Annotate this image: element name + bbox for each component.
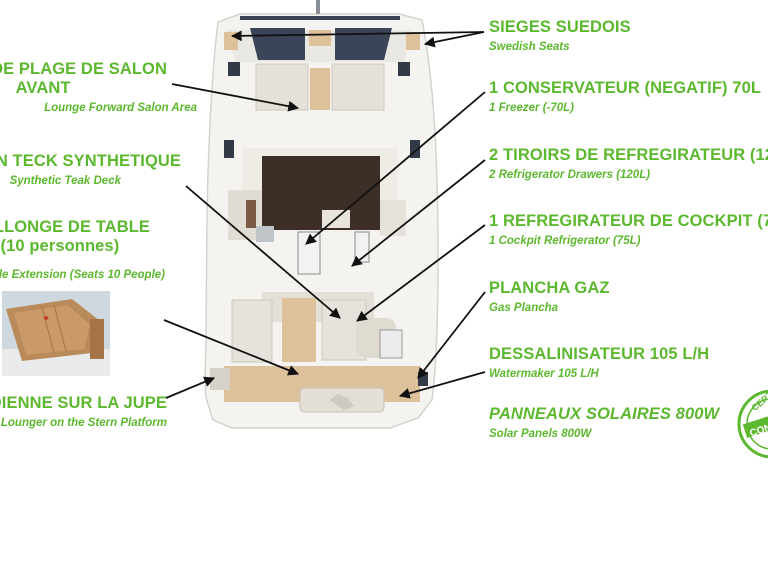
label-fr: 2 TIROIRS DE REFREGIRATEUR (120L) (489, 146, 768, 164)
label-table-extension: RALLONGE DE TABLE (10 personnes) (0, 218, 150, 256)
label-fr: SIEGES SUEDOIS (489, 18, 631, 36)
arrow-icon (171, 83, 300, 112)
label-en: Synthetic Teak Deck (9, 175, 121, 187)
label-fr: PLANCHA GAZ (489, 279, 610, 297)
label-en: Watermaker 105 L/H (489, 368, 599, 380)
label-fr-line2: AVANT (15, 79, 71, 97)
label-fr: 1 REFREGIRATEUR DE COCKPIT (75L) (489, 212, 768, 230)
label-en: Solar Panels 800W (489, 428, 592, 440)
label-cockpit-fridge: 1 REFREGIRATEUR DE COCKPIT (75L) 1 Cockp… (489, 212, 768, 247)
label-teak-deck: PONT EN TECK SYNTHETIQUE Synthetic Teak … (0, 152, 181, 187)
label-en: Gas Plancha (489, 302, 559, 314)
label-en: 1 Freezer (-70L) (489, 102, 575, 114)
label-fr: DESSALINISATEUR 105 L/H (489, 345, 710, 363)
arrow-icon (398, 371, 486, 399)
label-table-extension-en: Table Extension (Seats 10 People) (0, 265, 165, 281)
arrow-icon (417, 291, 486, 379)
label-fr-line1: ESPACE DE PLAGE DE SALON (0, 60, 167, 78)
label-freezer: 1 CONSERVATEUR (NEGATIF) 70L 1 Freezer (… (489, 79, 761, 114)
label-plancha: PLANCHA GAZ Gas Plancha (489, 279, 610, 314)
label-fr: PANNEAUX SOLAIRES 800W (489, 405, 720, 423)
badge-text-mid: CON (748, 422, 768, 439)
stern-platform (210, 368, 428, 413)
label-en: 2 Refrigerator Drawers (120L) (489, 169, 651, 181)
arrow-icon (163, 319, 300, 376)
label-solar: PANNEAUX SOLAIRES 800W Solar Panels 800W (489, 405, 719, 440)
label-fr: 1 CONSERVATEUR (NEGATIF) 70L (489, 79, 762, 97)
table-extension-photo (2, 291, 110, 376)
label-fr: PONT EN TECK SYNTHETIQUE (0, 152, 181, 170)
label-swedish-seats: SIEGES SUEDOIS Swedish Seats (489, 18, 631, 53)
arrow-icon (165, 376, 215, 399)
label-lounge-forward: ESPACE DE PLAGE DE SALON AVANT Lounge Fo… (0, 60, 197, 114)
arrow-icon (356, 224, 486, 322)
label-stern-lounger: MERIDIENNE SUR LA JUPE Lounger on the St… (0, 394, 167, 429)
label-en: Lounger on the Stern Platform (0, 417, 167, 429)
label-fr-line2: (10 personnes) (0, 237, 120, 255)
arrow-icon (351, 159, 486, 267)
label-en: Swedish Seats (489, 41, 570, 53)
callout-arrows (163, 30, 486, 399)
certified-badge-icon: CERT CON (737, 389, 768, 459)
label-fr-line1: RALLONGE DE TABLE (0, 218, 150, 236)
label-en: Table Extension (Seats 10 People) (0, 269, 165, 281)
cockpit-teak (224, 292, 420, 402)
label-watermaker: DESSALINISATEUR 105 L/H Watermaker 105 L… (489, 345, 709, 380)
label-fridge-drawers: 2 TIROIRS DE REFREGIRATEUR (120L) 2 Refr… (489, 146, 768, 181)
arrow-icon (230, 30, 485, 42)
arrow-icon (305, 91, 486, 245)
arrow-icon (423, 31, 485, 48)
label-fr: MERIDIENNE SUR LA JUPE (0, 394, 167, 412)
label-en: Lounge Forward Salon Area (44, 102, 197, 114)
arrow-icon (185, 185, 341, 319)
label-en: 1 Cockpit Refrigerator (75L) (489, 235, 641, 247)
